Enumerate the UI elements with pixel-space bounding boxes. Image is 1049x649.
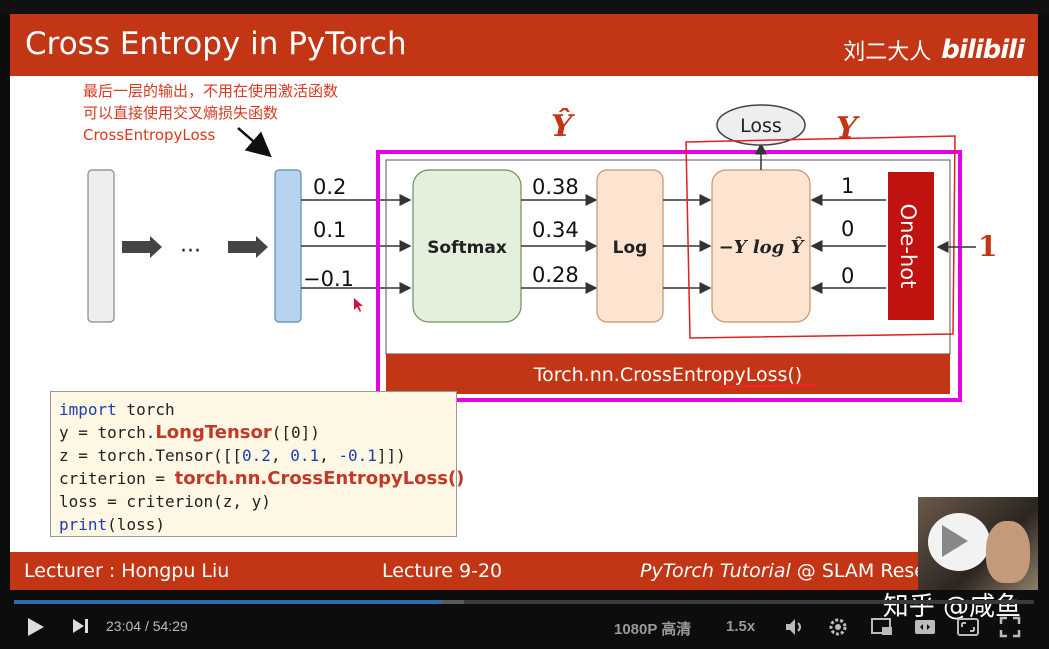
- settings-gear-icon[interactable]: [827, 616, 849, 638]
- fullscreen-icon[interactable]: [999, 616, 1021, 638]
- time-current: 23:04: [106, 618, 142, 634]
- slide: Cross Entropy in PyTorch 刘二大人 bilibili 最…: [10, 14, 1038, 590]
- softmax-out-2: 0.34: [532, 218, 579, 242]
- code-line-2: y = torch.LongTensor([0]): [59, 422, 320, 443]
- loss-label: Loss: [740, 115, 782, 137]
- code-line-3: z = torch.Tensor([[0.2, 0.1, -0.1]]): [59, 446, 406, 465]
- first-layer-bar: [87, 169, 115, 323]
- footer-lecture: Lecture 9-20: [382, 560, 503, 582]
- quality-button[interactable]: 1080P 高清: [614, 621, 692, 638]
- output-layer-bar: [274, 169, 302, 323]
- player-controls: 23:04 / 54:29 1080P 高清 1.5x: [0, 604, 1049, 649]
- onehot-label: One-hot: [896, 204, 920, 289]
- mouse-cursor-icon: [354, 298, 363, 312]
- footer-tutorial: PyTorch Tutorial @ SLAM Resea: [640, 560, 938, 582]
- onehot-value-3: 0: [841, 264, 854, 288]
- y-label: Y: [836, 111, 860, 146]
- module-label: Torch.nn.CrossEntropyLoss(): [533, 364, 802, 386]
- ellipsis: ···: [180, 239, 201, 264]
- cross-entropy-frame: [376, 150, 962, 402]
- loss-node: [716, 104, 806, 146]
- note-line-1: 最后一层的输出，不用在使用激活函数: [83, 82, 339, 100]
- y-hat-label: Ŷ: [551, 108, 575, 144]
- softmax-label: Softmax: [427, 238, 507, 258]
- note-arrow: [237, 127, 272, 158]
- highlight-outline: [685, 135, 956, 339]
- code-line-6: print(loss): [59, 515, 165, 534]
- input-value-3: −0.1: [303, 267, 354, 291]
- input-value-1: 0.2: [313, 175, 346, 199]
- slide-title-bar: Cross Entropy in PyTorch 刘二大人 bilibili: [10, 14, 1038, 76]
- footer-lecturer: Lecturer : Hongpu Liu: [24, 560, 230, 582]
- widescreen-icon[interactable]: [913, 616, 937, 638]
- webcam-overlay: [918, 497, 1038, 590]
- onehot-block: [888, 172, 934, 320]
- volume-icon[interactable]: [784, 616, 806, 638]
- time-display: 23:04 / 54:29: [106, 618, 188, 634]
- brand-author: 刘二大人: [843, 40, 932, 65]
- class-label: 1: [978, 230, 997, 263]
- slide-title: Cross Entropy in PyTorch: [25, 26, 407, 62]
- picture-in-picture-icon[interactable]: [870, 616, 894, 638]
- next-icon[interactable]: [70, 616, 90, 636]
- flow-arrow-2: [228, 236, 268, 258]
- module-underline: [714, 384, 816, 388]
- code-line-5: loss = criterion(z, y): [59, 492, 271, 511]
- cross-entropy-diagram: ··· 0.2 0.1 −0.1 Softmax 0.38 0.34 0.28 …: [87, 104, 997, 402]
- annotation-note: 最后一层的输出，不用在使用激活函数 可以直接使用交叉熵损失函数 CrossEnt…: [83, 80, 338, 146]
- play-overlay-icon: [942, 525, 968, 557]
- input-value-2: 0.1: [313, 218, 346, 242]
- time-total: 54:29: [152, 618, 188, 634]
- softmax-out-1: 0.38: [532, 175, 579, 199]
- note-line-2: 可以直接使用交叉熵损失函数: [83, 104, 279, 122]
- note-line-3: CrossEntropyLoss: [83, 126, 216, 144]
- code-block: import torch y = torch.LongTensor([0]) z…: [50, 391, 464, 537]
- watermark: 知乎 @咸鱼: [882, 592, 1021, 622]
- webpage-fullscreen-icon[interactable]: [956, 616, 980, 638]
- onehot-value-2: 0: [841, 217, 854, 241]
- log-label: Log: [613, 238, 648, 258]
- bilibili-logo: bilibili: [941, 35, 1025, 65]
- code-line-1: import torch: [59, 400, 175, 419]
- flow-arrow-1: [122, 236, 162, 258]
- window-top-strip: [0, 0, 1049, 14]
- module-bar: [386, 354, 950, 394]
- brand: 刘二大人 bilibili: [843, 34, 1025, 66]
- progress-played: [14, 600, 443, 604]
- speed-button[interactable]: 1.5x: [726, 618, 756, 635]
- play-icon[interactable]: [24, 616, 46, 638]
- code-line-4: criterion = torch.nn.CrossEntropyLoss(): [59, 468, 465, 489]
- onehot-value-1: 1: [841, 174, 854, 198]
- loss-formula: −Y log Ŷ: [719, 235, 806, 258]
- lecturer-face: [986, 521, 1030, 583]
- softmax-out-3: 0.28: [532, 263, 579, 287]
- progress-bar[interactable]: [14, 600, 1034, 604]
- slide-footer: Lecturer : Hongpu Liu Lecture 9-20 PyTor…: [10, 552, 1038, 590]
